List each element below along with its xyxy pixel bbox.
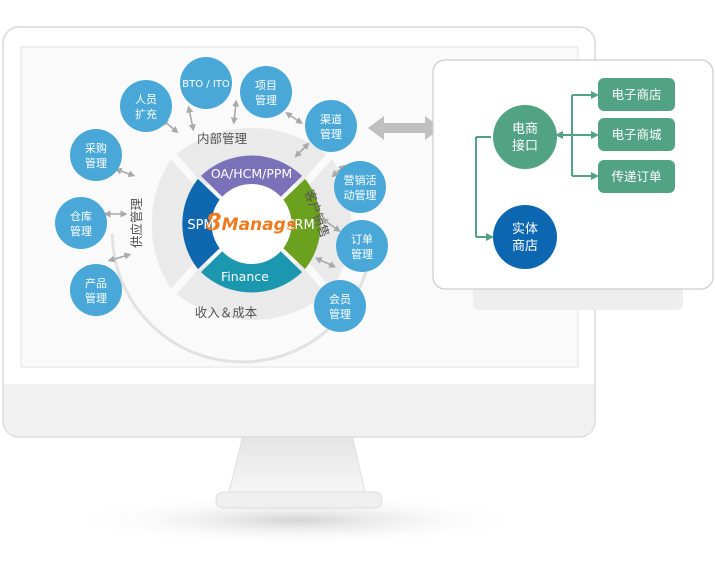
arrow-staff bbox=[161, 118, 179, 134]
channel-online-mall: 电子商城 bbox=[598, 118, 675, 151]
module-staff-expansion: 人员 扩充 bbox=[120, 80, 172, 132]
module-marketing-mgmt: 营销活 动管理 bbox=[334, 161, 386, 213]
ring-label-supply-mgmt: 供应管理 bbox=[129, 198, 144, 249]
svg-text:管理: 管理 bbox=[85, 291, 107, 305]
svg-text:项目: 项目 bbox=[255, 79, 277, 92]
segment-label-oa-hcm-ppm: OA/HCM/PPM bbox=[211, 166, 292, 181]
arrow-channel bbox=[294, 142, 310, 158]
monitor-base bbox=[215, 491, 383, 509]
svg-text:管理: 管理 bbox=[329, 307, 351, 321]
svg-text:管理: 管理 bbox=[70, 224, 92, 238]
svg-text:渠道: 渠道 bbox=[320, 112, 342, 126]
erp-wheel: 8Manage OA/HCM/PPM SPM CRM Finance 内部管理 … bbox=[110, 127, 368, 364]
right-panel-connectors bbox=[475, 91, 599, 241]
module-member-mgmt: 会员 管理 bbox=[314, 280, 366, 332]
arrow-purchase bbox=[114, 167, 136, 178]
svg-text:人员: 人员 bbox=[135, 93, 157, 106]
svg-text:订单: 订单 bbox=[351, 233, 373, 246]
ring-label-revenue-cost: 收入＆成本 bbox=[195, 305, 258, 320]
module-bubbles: BTO / ITO 项目 管理 人员 扩充 采购 管理 仓库 管理 产品 管理 bbox=[55, 57, 388, 332]
arrow-member bbox=[314, 257, 337, 268]
monitor-stand bbox=[227, 434, 367, 497]
arrow-marketing bbox=[331, 164, 346, 178]
svg-text:管理: 管理 bbox=[255, 93, 277, 107]
svg-text:扩充: 扩充 bbox=[135, 107, 157, 121]
svg-text:传递订单: 传递订单 bbox=[611, 169, 661, 184]
core-segment-bottom bbox=[200, 249, 303, 293]
module-channel-mgmt: 渠道 管理 bbox=[305, 100, 357, 152]
ring-left bbox=[151, 159, 200, 289]
svg-text:会员: 会员 bbox=[329, 293, 351, 306]
module-product-mgmt: 产品 管理 bbox=[70, 264, 122, 316]
monitor-chin bbox=[4, 384, 594, 436]
channel-online-store: 电子商店 bbox=[598, 78, 675, 111]
svg-text:实体: 实体 bbox=[512, 222, 538, 237]
module-project-mgmt: 项目 管理 bbox=[240, 66, 292, 118]
arrow-order bbox=[321, 217, 341, 233]
segment-label-spm: SPM bbox=[187, 218, 214, 233]
svg-text:电子商城: 电子商城 bbox=[611, 127, 662, 142]
svg-text:营销活: 营销活 bbox=[344, 173, 377, 187]
module-arrows bbox=[103, 99, 346, 268]
module-order-mgmt: 订单 管理 bbox=[336, 220, 388, 272]
arrow-product bbox=[107, 252, 132, 263]
module-warehouse-mgmt: 仓库 管理 bbox=[55, 197, 107, 249]
core-segment-right bbox=[281, 178, 321, 270]
core-segment-left bbox=[182, 178, 222, 270]
brand-logo: 8Manage bbox=[206, 210, 298, 236]
svg-text:商店: 商店 bbox=[512, 239, 538, 254]
svg-text:采购: 采购 bbox=[85, 141, 107, 155]
svg-text:管理: 管理 bbox=[320, 127, 342, 141]
ring-label-internal-mgmt: 内部管理 bbox=[197, 131, 248, 146]
monitor-shadow bbox=[68, 494, 528, 546]
svg-text:电子商店: 电子商店 bbox=[611, 87, 661, 102]
svg-text:管理: 管理 bbox=[85, 156, 107, 170]
svg-text:动管理: 动管理 bbox=[344, 188, 377, 202]
svg-text:仓库: 仓库 bbox=[70, 209, 92, 223]
svg-text:产品: 产品 bbox=[85, 276, 107, 290]
right-panel: 电商 接口 实体 商店 电子商店 电子商城 传递订单 bbox=[432, 59, 714, 310]
segment-label-crm: CRM bbox=[285, 218, 314, 233]
arrow-project-to-channel bbox=[285, 112, 303, 124]
module-purchase-mgmt: 采购 管理 bbox=[70, 129, 122, 181]
svg-text:BTO / ITO: BTO / ITO bbox=[182, 79, 230, 90]
arrow-project bbox=[230, 99, 240, 125]
module-bto-ito: BTO / ITO bbox=[180, 57, 232, 109]
segment-label-finance: Finance bbox=[221, 269, 269, 284]
channel-order-delivery: 传递订单 bbox=[598, 160, 675, 193]
arrow-bto bbox=[186, 105, 196, 132]
node-ecommerce-interface: 电商 接口 bbox=[493, 105, 557, 169]
integration-arrow bbox=[368, 116, 441, 140]
svg-text:接口: 接口 bbox=[512, 138, 538, 154]
svg-text:管理: 管理 bbox=[351, 247, 373, 261]
svg-text:电商: 电商 bbox=[512, 122, 538, 137]
core-center bbox=[211, 184, 292, 264]
node-physical-store: 实体 商店 bbox=[493, 205, 557, 269]
core-segment-top bbox=[200, 155, 303, 199]
